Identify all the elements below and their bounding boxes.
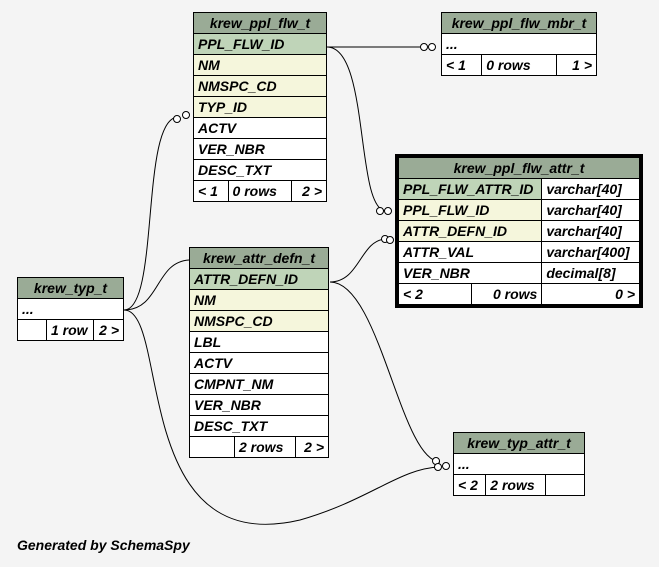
table-krew-ppl-flw-mbr-t[interactable]: krew_ppl_flw_mbr_t ... < 1 0 rows 1 > (440, 12, 598, 76)
column-ellipsis: ... (17, 298, 124, 320)
footer-parents: < 2 (452, 474, 487, 496)
column-type: decimal[8] (541, 262, 640, 284)
table-krew-ppl-flw-t[interactable]: krew_ppl_flw_t PPL_FLW_ID NM NMSPC_CD TY… (193, 12, 327, 202)
crow-foot-attr-defn-inner (386, 236, 394, 244)
crow-foot-typ-id-inner (182, 111, 190, 119)
column-type: varchar[400] (541, 241, 640, 263)
column-desc-txt: DESC_TXT (189, 415, 329, 437)
crow-foot-typ-attr-b (434, 463, 442, 471)
crow-foot-mbr-inner (428, 43, 436, 51)
column-type: varchar[40] (541, 199, 640, 221)
column-cmpnt-nm: CMPNT_NM (189, 373, 329, 395)
table-title: krew_typ_attr_t (453, 432, 585, 454)
column-lbl: LBL (189, 331, 329, 353)
column-ppl-flw-id: PPL_FLW_ID (193, 33, 327, 55)
column-ellipsis: ... (441, 33, 597, 55)
crow-foot-attr-flw-inner (384, 207, 392, 215)
table-title: krew_typ_t (17, 277, 124, 299)
crow-foot-attr-flw (376, 207, 384, 215)
column-attr-val: ATTR_VAL (397, 241, 543, 263)
crow-foot-typ-attr-b-inner (442, 462, 450, 470)
footer-rows: 0 rows (470, 283, 543, 305)
edge-typ-to-attr-defn (123, 259, 190, 311)
column-desc-txt: DESC_TXT (193, 159, 327, 181)
column-nm: NM (189, 289, 329, 311)
table-title: krew_ppl_flw_mbr_t (441, 12, 597, 34)
column-typ-id: TYP_ID (193, 96, 327, 118)
table-krew-attr-defn-t[interactable]: krew_attr_defn_t ATTR_DEFN_ID NM NMSPC_C… (189, 247, 329, 458)
footer-parents (189, 436, 235, 458)
column-ppl-flw-attr-id: PPL_FLW_ATTR_ID (397, 178, 543, 200)
column-type: varchar[40] (541, 178, 640, 200)
footer-rows: 1 row (45, 319, 95, 341)
footer-children: 2 > (291, 180, 327, 202)
column-actv: ACTV (189, 352, 329, 374)
column-ellipsis: ... (453, 453, 585, 475)
column-ver-nbr: VER_NBR (193, 138, 327, 160)
crow-foot-typ-id (173, 115, 181, 123)
footer-parents: < 2 (398, 283, 472, 305)
column-nmspc-cd: NMSPC_CD (189, 310, 329, 332)
table-title: krew_attr_defn_t (189, 247, 329, 269)
footer-rows: 0 rows (227, 180, 293, 202)
footer-rows: 2 rows (234, 436, 296, 458)
column-ver-nbr: VER_NBR (189, 394, 329, 416)
table-krew-ppl-flw-attr-t[interactable]: krew_ppl_flw_attr_t PPL_FLW_ATTR_ID varc… (395, 154, 643, 308)
edge-attr-defn-to-typ-attr (329, 281, 441, 463)
edge-typ-to-ppl-flw (123, 116, 179, 311)
table-title: krew_ppl_flw_attr_t (398, 157, 640, 179)
footer-children: 2 > (93, 319, 124, 341)
column-type: varchar[40] (541, 220, 640, 242)
footer-parents: < 1 (193, 180, 229, 202)
footer-children: 1 > (555, 54, 598, 76)
edge-typ-to-typ-attr (123, 309, 441, 525)
generated-by-label: Generated by SchemaSpy (17, 537, 190, 553)
footer-rows: 2 rows (485, 474, 546, 496)
footer-children: 0 > (541, 283, 640, 305)
footer-children: 2 > (295, 436, 329, 458)
footer-rows: 0 rows (481, 54, 557, 76)
column-attr-defn-id: ATTR_DEFN_ID (189, 268, 329, 290)
column-nmspc-cd: NMSPC_CD (193, 75, 327, 97)
table-title: krew_ppl_flw_t (193, 12, 327, 34)
footer-children (545, 474, 585, 496)
edge-attr-defn-to-attr (329, 238, 387, 283)
crow-foot-mbr (420, 43, 428, 51)
footer-parents (17, 319, 47, 341)
column-ppl-flw-id: PPL_FLW_ID (397, 199, 543, 221)
table-krew-typ-t[interactable]: krew_typ_t ... 1 row 2 > (17, 277, 124, 341)
column-ver-nbr: VER_NBR (397, 262, 543, 284)
footer-parents: < 1 (440, 54, 483, 76)
column-attr-defn-id: ATTR_DEFN_ID (397, 220, 543, 242)
column-nm: NM (193, 54, 327, 76)
column-actv: ACTV (193, 117, 327, 139)
edge-ppl-flw-to-attr (326, 46, 387, 212)
table-krew-typ-attr-t[interactable]: krew_typ_attr_t ... < 2 2 rows (452, 432, 585, 496)
